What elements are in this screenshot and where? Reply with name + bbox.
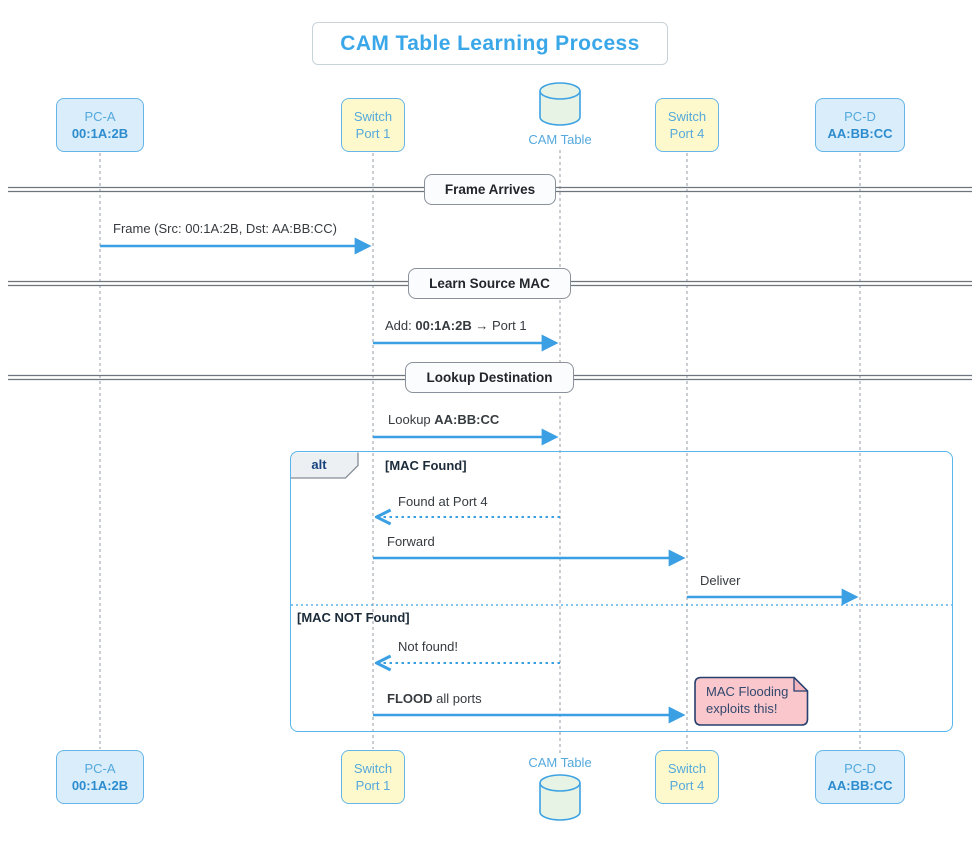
actor-switch-port-1-line1: Switch bbox=[353, 109, 393, 124]
alt-case-mac-found: [MAC Found] bbox=[385, 458, 467, 473]
divider-learn-source-mac: Learn Source MAC bbox=[408, 268, 571, 299]
actor-pc-d-bottom: PC-D AA:BB:CC bbox=[815, 750, 905, 804]
message-lookup: Lookup AA:BB:CC bbox=[388, 412, 500, 427]
message-found-at-port: Found at Port 4 bbox=[398, 494, 488, 509]
actor-pc-d-name: PC-D bbox=[844, 109, 876, 124]
actor-switch-port-4-top: Switch Port 4 bbox=[655, 98, 719, 152]
alt-frame bbox=[290, 451, 953, 732]
message-forward: Forward bbox=[387, 534, 435, 549]
actor-switch-port-1-top: Switch Port 1 bbox=[341, 98, 405, 152]
actor-pc-d-mac: AA:BB:CC bbox=[827, 126, 893, 141]
message-frame: Frame (Src: 00:1A:2B, Dst: AA:BB:CC) bbox=[113, 221, 337, 236]
cam-table-label-top: CAM Table bbox=[528, 132, 592, 147]
message-not-found: Not found! bbox=[398, 639, 458, 654]
message-add-source-mac: Add: 00:1A:2B → Port 1 bbox=[385, 318, 527, 333]
actor-pc-a-name: PC-A bbox=[84, 109, 116, 124]
note-mac-flooding: MAC Flooding exploits this! bbox=[706, 684, 789, 716]
message-flood: FLOOD all ports bbox=[387, 691, 482, 706]
message-deliver: Deliver bbox=[700, 573, 741, 588]
actor-switch-port-1-bottom: Switch Port 1 bbox=[341, 750, 405, 804]
cam-table-cylinder-top bbox=[539, 82, 581, 126]
diagram-title: CAM Table Learning Process bbox=[312, 22, 668, 65]
actor-pc-a-bottom: PC-A 00:1A:2B bbox=[56, 750, 144, 804]
actor-pc-a-top: PC-A 00:1A:2B bbox=[56, 98, 144, 152]
actor-switch-port-4-line1: Switch bbox=[667, 109, 707, 124]
cam-table-label-bottom: CAM Table bbox=[528, 755, 592, 770]
cam-table-cylinder-bottom bbox=[539, 774, 581, 821]
divider-lookup-destination: Lookup Destination bbox=[405, 362, 574, 393]
alt-operator-label: alt bbox=[311, 457, 327, 472]
actor-switch-port-4-bottom: Switch Port 4 bbox=[655, 750, 719, 804]
actor-switch-port-4-line2: Port 4 bbox=[669, 126, 705, 141]
divider-frame-arrives: Frame Arrives bbox=[424, 174, 556, 205]
alt-case-mac-not-found: [MAC NOT Found] bbox=[297, 610, 410, 625]
actor-switch-port-1-line2: Port 1 bbox=[355, 126, 391, 141]
actor-pc-d-top: PC-D AA:BB:CC bbox=[815, 98, 905, 152]
actor-pc-a-mac: 00:1A:2B bbox=[71, 126, 129, 141]
